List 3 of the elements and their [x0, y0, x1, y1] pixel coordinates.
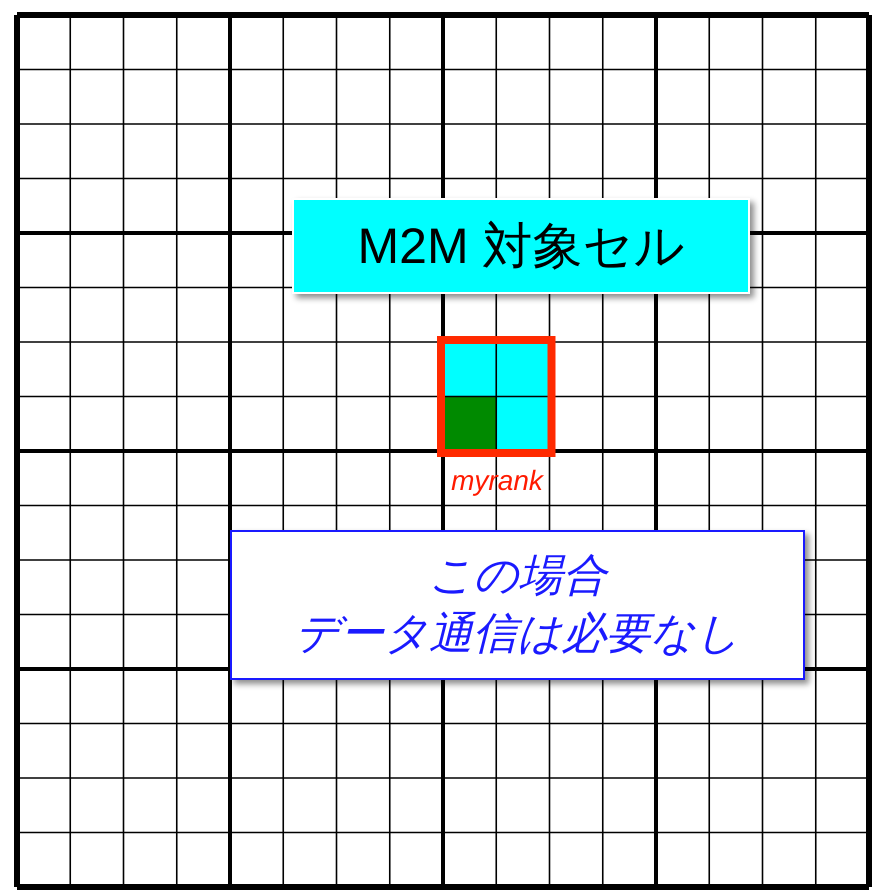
- legend-text: M2M 対象セル: [358, 216, 684, 276]
- note-text: データ通信は必要なし: [295, 608, 740, 660]
- note-text: この場合: [428, 547, 606, 605]
